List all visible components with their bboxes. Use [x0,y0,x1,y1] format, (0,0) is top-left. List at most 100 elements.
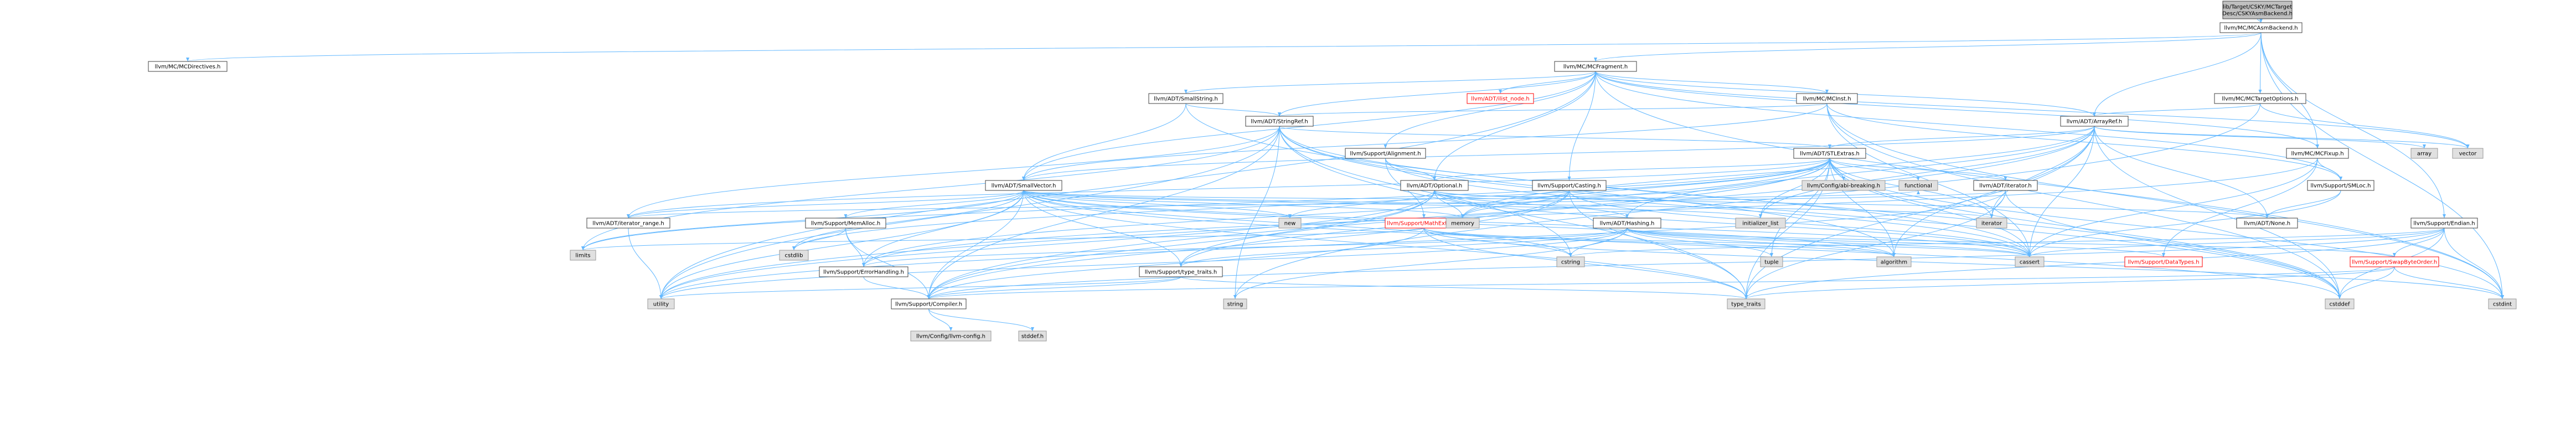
edge-Endian-to-cstdint [2444,228,2504,299]
edge-MathExtras-to-limits [581,228,1424,251]
node-box-ilist_node [1467,93,1534,104]
node-MCDirectives[interactable]: llvm/MC/MCDirectives.h [148,61,228,72]
node-label-SmallString: llvm/ADT/SmallString.h [1154,96,1218,102]
node-MCAsmBackend[interactable]: llvm/MC/MCAsmBackend.h [2219,22,2303,33]
node-MemAlloc[interactable]: llvm/Support/MemAlloc.h [805,218,886,229]
edge-ArrayRef-to-None [2094,126,2269,219]
node-tuple: tuple [1760,256,1783,267]
edge-Optional-to-type_traits_h [1179,190,1435,267]
node-box-Hashing [1593,218,1661,229]
node-box-STLExtras [1793,148,1866,159]
edge-MemAlloc-to-Compiler [845,228,931,299]
edge-STLExtras-to-utility [659,158,1830,299]
node-SmallString[interactable]: llvm/ADT/SmallString.h [1148,93,1224,104]
node-iterator_range[interactable]: llvm/ADT/iterator_range.h [586,218,670,229]
edge-MCAsmBackend-to-cstdint [2260,32,2504,299]
node-STLExtras[interactable]: llvm/ADT/STLExtras.h [1793,148,1866,159]
node-box-SMLoc [2307,180,2374,191]
node-label-functional: functional [1904,183,1932,189]
node-box-new [1278,218,1302,229]
node-type_traits_h[interactable]: llvm/Support/type_traits.h [1139,266,1223,277]
node-Hashing[interactable]: llvm/ADT/Hashing.h [1593,218,1661,229]
node-MCFixup[interactable]: llvm/MC/MCFixup.h [2286,148,2349,159]
node-label-MemAlloc: llvm/Support/MemAlloc.h [811,221,881,227]
node-box-functional [1898,180,1938,191]
node-label-root: Desc/CSKYAsmBackend.h [2222,11,2293,17]
node-MCFragment[interactable]: llvm/MC/MCFragment.h [1554,61,1637,72]
edge-root-to-MCAsmBackend [2257,18,2263,23]
edge-MemAlloc-to-cstdlib [792,228,846,251]
node-ArrayRef[interactable]: llvm/ADT/ArrayRef.h [2060,116,2129,127]
node-label-Alignment: llvm/Support/Alignment.h [1350,151,1421,157]
edge-SmallVector-to-cassert [1023,190,2031,257]
node-MCTargetOptions[interactable]: llvm/MC/MCTargetOptions.h [2214,93,2306,104]
node-root[interactable]: lib/Target/CSKY/MCTargetDesc/CSKYAsmBack… [2222,1,2293,19]
node-DataTypes[interactable]: llvm/Support/DataTypes.h [2124,256,2203,267]
edges-layer [187,18,2504,332]
node-None[interactable]: llvm/ADT/None.h [2236,218,2298,229]
edge-StringRef-to-cassert [1279,126,2031,257]
node-box-StringRef [1245,116,1314,127]
node-label-root: lib/Target/CSKY/MCTarget [2223,4,2292,11]
edge-SmallVector-to-type_traits_h [1023,190,1183,267]
edge-SmallVector-to-cstddef [1023,190,2341,299]
node-SmallVector[interactable]: llvm/ADT/SmallVector.h [985,180,1062,191]
edge-MCFragment-to-Alignment [1383,71,1596,149]
edge-SwapByteOrder-to-Compiler [927,266,2395,299]
edge-Endian-to-Compiler [927,228,2445,299]
edge-Hashing-to-type_traits_h [1179,228,1628,267]
edge-Optional-to-STLExtras [1434,158,1831,197]
edge-MemAlloc-to-ErrorHandling [845,228,865,267]
node-ADTiterator[interactable]: llvm/ADT/iterator.h [1973,180,2038,191]
node-SwapByteOrder[interactable]: llvm/Support/SwapByteOrder.h [2350,256,2439,267]
node-label-new: new [1284,221,1296,227]
node-box-MCDirectives [148,61,228,72]
node-box-MCFragment [1554,61,1637,72]
node-label-memory: memory [1451,221,1474,227]
node-label-cstddef: cstddef [2330,302,2350,308]
edge-SmallVector-to-type_traits [1023,190,1748,299]
node-box-type_traits_h [1139,266,1223,277]
node-label-type_traits_h: llvm/Support/type_traits.h [1145,270,1217,276]
edge-MCInst-to-cstddef [1826,103,2341,299]
node-limits: limits [570,250,596,261]
node-StringRef[interactable]: llvm/ADT/StringRef.h [1245,116,1314,127]
edge-SmallVector-to-MemAlloc [844,190,1024,219]
node-label-abi_breaking: llvm/Config/abi-breaking.h [1807,183,1880,189]
node-box-SmallString [1148,93,1224,104]
edge-Casting-to-cassert [1569,190,2031,257]
node-box-cassert [2015,256,2045,267]
node-Optional[interactable]: llvm/ADT/Optional.h [1400,180,1469,191]
edge-MCFragment-to-SmallString [1184,71,1596,94]
edge-type_traits_h-to-type_traits [1180,276,1748,299]
node-MCInst[interactable]: llvm/MC/MCInst.h [1796,93,1858,104]
node-new: new [1278,218,1302,229]
node-box-root [2222,1,2293,19]
node-utility: utility [647,298,675,309]
node-Compiler[interactable]: llvm/Support/Compiler.h [891,298,967,309]
node-label-llvm_config: llvm/Config/llvm-config.h [916,334,985,340]
node-ErrorHandling[interactable]: llvm/Support/ErrorHandling.h [819,266,908,277]
edge-ArrayRef-to-iterator [1990,126,2095,219]
node-Alignment[interactable]: llvm/Support/Alignment.h [1345,148,1426,159]
edge-STLExtras-to-ErrorHandling [862,158,1830,267]
edge-SmallVector-to-memory [1023,190,1464,219]
node-SMLoc[interactable]: llvm/Support/SMLoc.h [2307,180,2374,191]
node-abi_breaking: llvm/Config/abi-breaking.h [1801,180,1886,191]
node-label-SwapByteOrder: llvm/Support/SwapByteOrder.h [2352,260,2437,266]
node-ilist_node[interactable]: llvm/ADT/ilist_node.h [1467,93,1534,104]
edge-MCTargetOptions-to-ArrayRef [2093,103,2260,117]
edge-MCAsmBackend-to-MCTargetOptions [2258,32,2262,94]
node-box-ErrorHandling [819,266,908,277]
edge-STLExtras-to-limits [581,158,1830,251]
edge-Casting-to-Compiler [927,190,1570,299]
edge-Endian-to-SwapByteOrder [2393,228,2445,257]
edge-ArrayRef-to-memory [1461,126,2095,219]
node-Casting[interactable]: llvm/Support/Casting.h [1532,180,1607,191]
edge-Endian-to-type_traits [1744,228,2445,299]
node-label-ADTiterator: llvm/ADT/iterator.h [1979,183,2031,189]
node-label-Casting: llvm/Support/Casting.h [1537,183,1601,189]
node-label-array: array [2417,151,2432,157]
node-Endian[interactable]: llvm/Support/Endian.h [2410,218,2478,229]
edge-ADTiterator-to-iterator_range [627,190,2006,219]
